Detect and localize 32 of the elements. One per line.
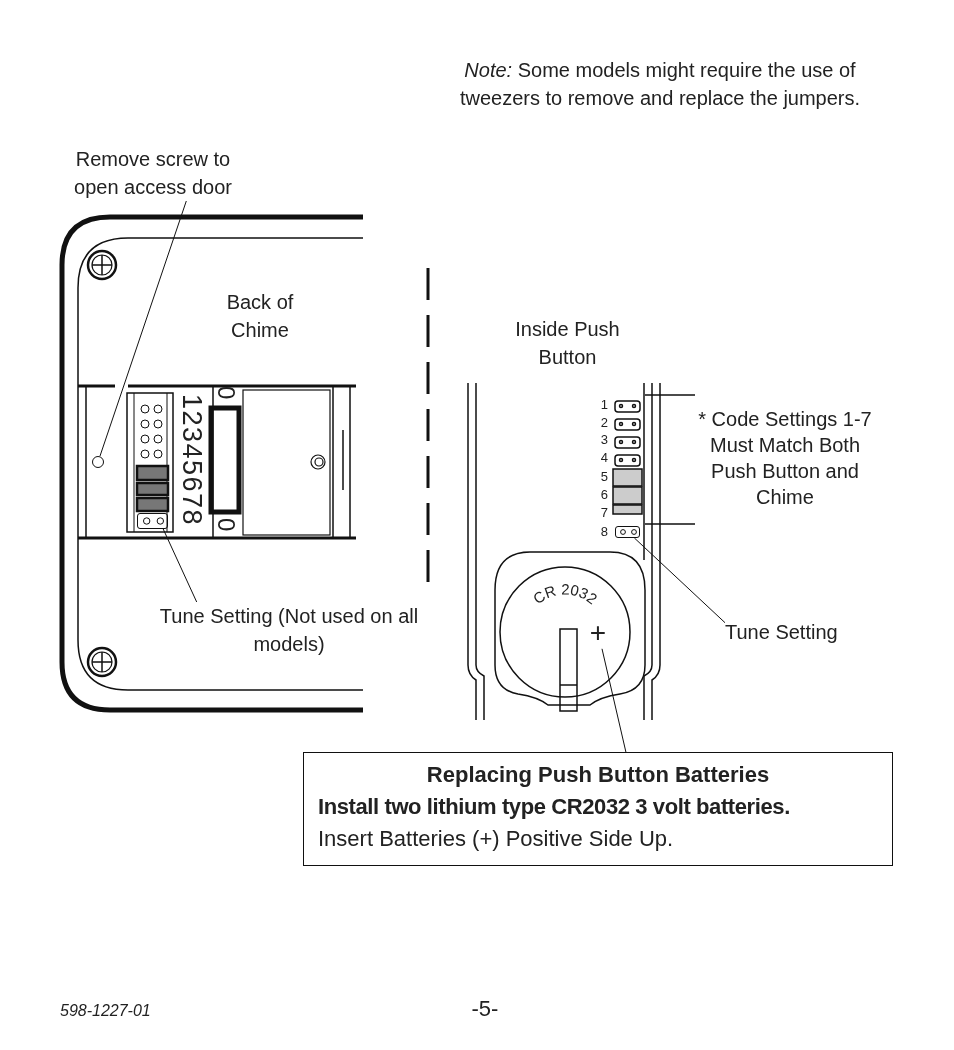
page-number: -5-: [470, 995, 500, 1023]
panel-heading: Replacing Push Button Batteries: [425, 761, 771, 789]
jumper-pins: [137, 513, 168, 529]
area-label: Back of Chime: [225, 290, 295, 343]
panel-text: Install two lithium type CR2032 3 volt batteries.: [318, 792, 791, 821]
position-mark: 0: [214, 518, 238, 532]
callout-text: Tune Setting: [725, 618, 865, 646]
area-label: Inside Push Button: [514, 317, 621, 370]
jumper-pins: [615, 526, 640, 538]
jumper-number: 7: [599, 506, 608, 521]
jumper-number: 2: [599, 416, 608, 431]
callout-text: Remove screw to open access door: [58, 145, 248, 201]
plus-sign: +: [588, 618, 608, 649]
leader-line: [601, 648, 627, 753]
jumper-number: 6: [599, 488, 608, 503]
jumper-number: 1: [599, 398, 608, 413]
battery-marking: CR 2032: [529, 580, 601, 608]
instruction-panel: [303, 752, 893, 866]
position-mark: 0: [214, 386, 238, 400]
jumper-number: 3: [599, 433, 608, 448]
jumper-numbers: 12345678: [178, 394, 205, 527]
note-text: Note: Some models might require the use of tweezers to remove and replace the jumpers.: [458, 58, 862, 111]
document-number: 598-1227-01: [60, 1001, 152, 1021]
callout-text: Tune Setting (Not used on all models): [158, 602, 420, 658]
leader-line: [633, 537, 726, 624]
leader-line: [162, 528, 198, 603]
panel-text: Insert Batteries (+) Positive Side Up.: [318, 824, 675, 853]
jumper-number: 5: [599, 470, 608, 485]
leader-line: [99, 200, 187, 457]
note-text: * Code Settings 1-7 Must Match Both Push Button and Chime: [697, 407, 873, 510]
jumper-number: 8: [599, 525, 608, 540]
jumper-number: 4: [599, 451, 608, 466]
